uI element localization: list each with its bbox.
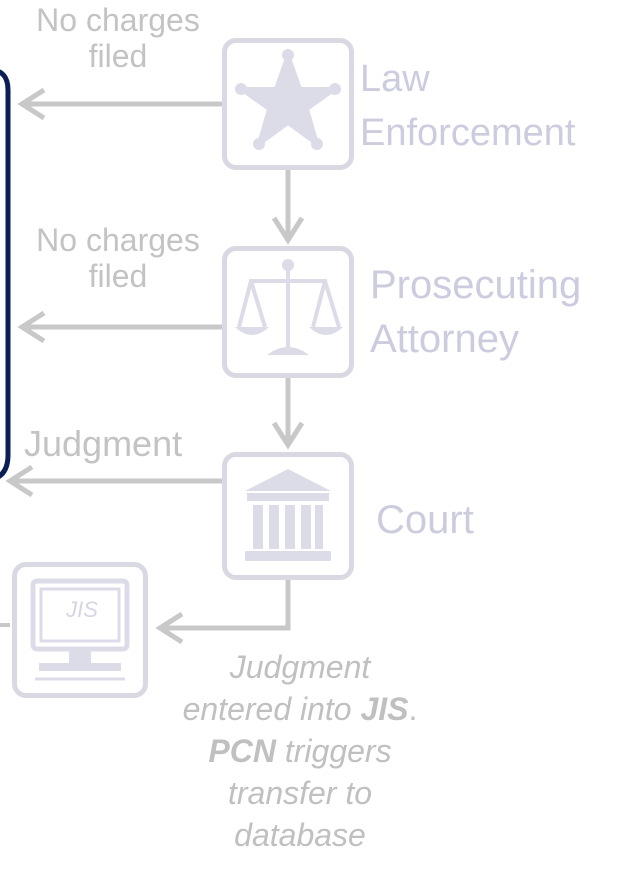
no-charges-label-2: No charges filed <box>36 222 200 294</box>
destination-panel-edge <box>0 69 11 479</box>
arrow-no-charges-2 <box>17 310 222 344</box>
law-enforcement-label: Law Enforcement <box>360 58 576 154</box>
jis-note-line-1: Judgment <box>229 649 371 685</box>
jis-screen-text: JIS <box>66 597 98 622</box>
arrow-no-charges-1 <box>17 87 222 121</box>
jis-note-line-2: entered into JIS. <box>182 691 418 727</box>
no-charges-label-1: No charges filed <box>36 2 200 74</box>
arrow-prosecutor-to-court <box>271 378 305 450</box>
jis-note: Judgment entered into JIS. PCN triggers … <box>140 646 460 856</box>
jis-note-line-5: database <box>234 817 366 853</box>
court-label: Court <box>376 498 474 542</box>
arrow-court-to-jis <box>155 580 291 645</box>
arrow-judgment <box>5 464 222 498</box>
jis-note-line-3: PCN triggers <box>208 733 392 769</box>
judgment-label: Judgment <box>24 423 183 464</box>
prosecuting-attorney-box <box>222 246 354 378</box>
jis-note-line-4: transfer to <box>227 775 373 811</box>
jis-box: JIS <box>12 562 148 698</box>
courthouse-icon <box>245 469 331 561</box>
prosecuting-attorney-label: Prosecuting Attorney <box>370 263 582 361</box>
computer-monitor-icon <box>30 578 130 681</box>
star-badge-icon <box>235 49 341 150</box>
arrow-law-to-prosecutor <box>271 170 305 245</box>
scales-of-justice-icon <box>235 259 343 355</box>
court-box <box>222 452 354 580</box>
law-enforcement-box <box>222 38 354 170</box>
